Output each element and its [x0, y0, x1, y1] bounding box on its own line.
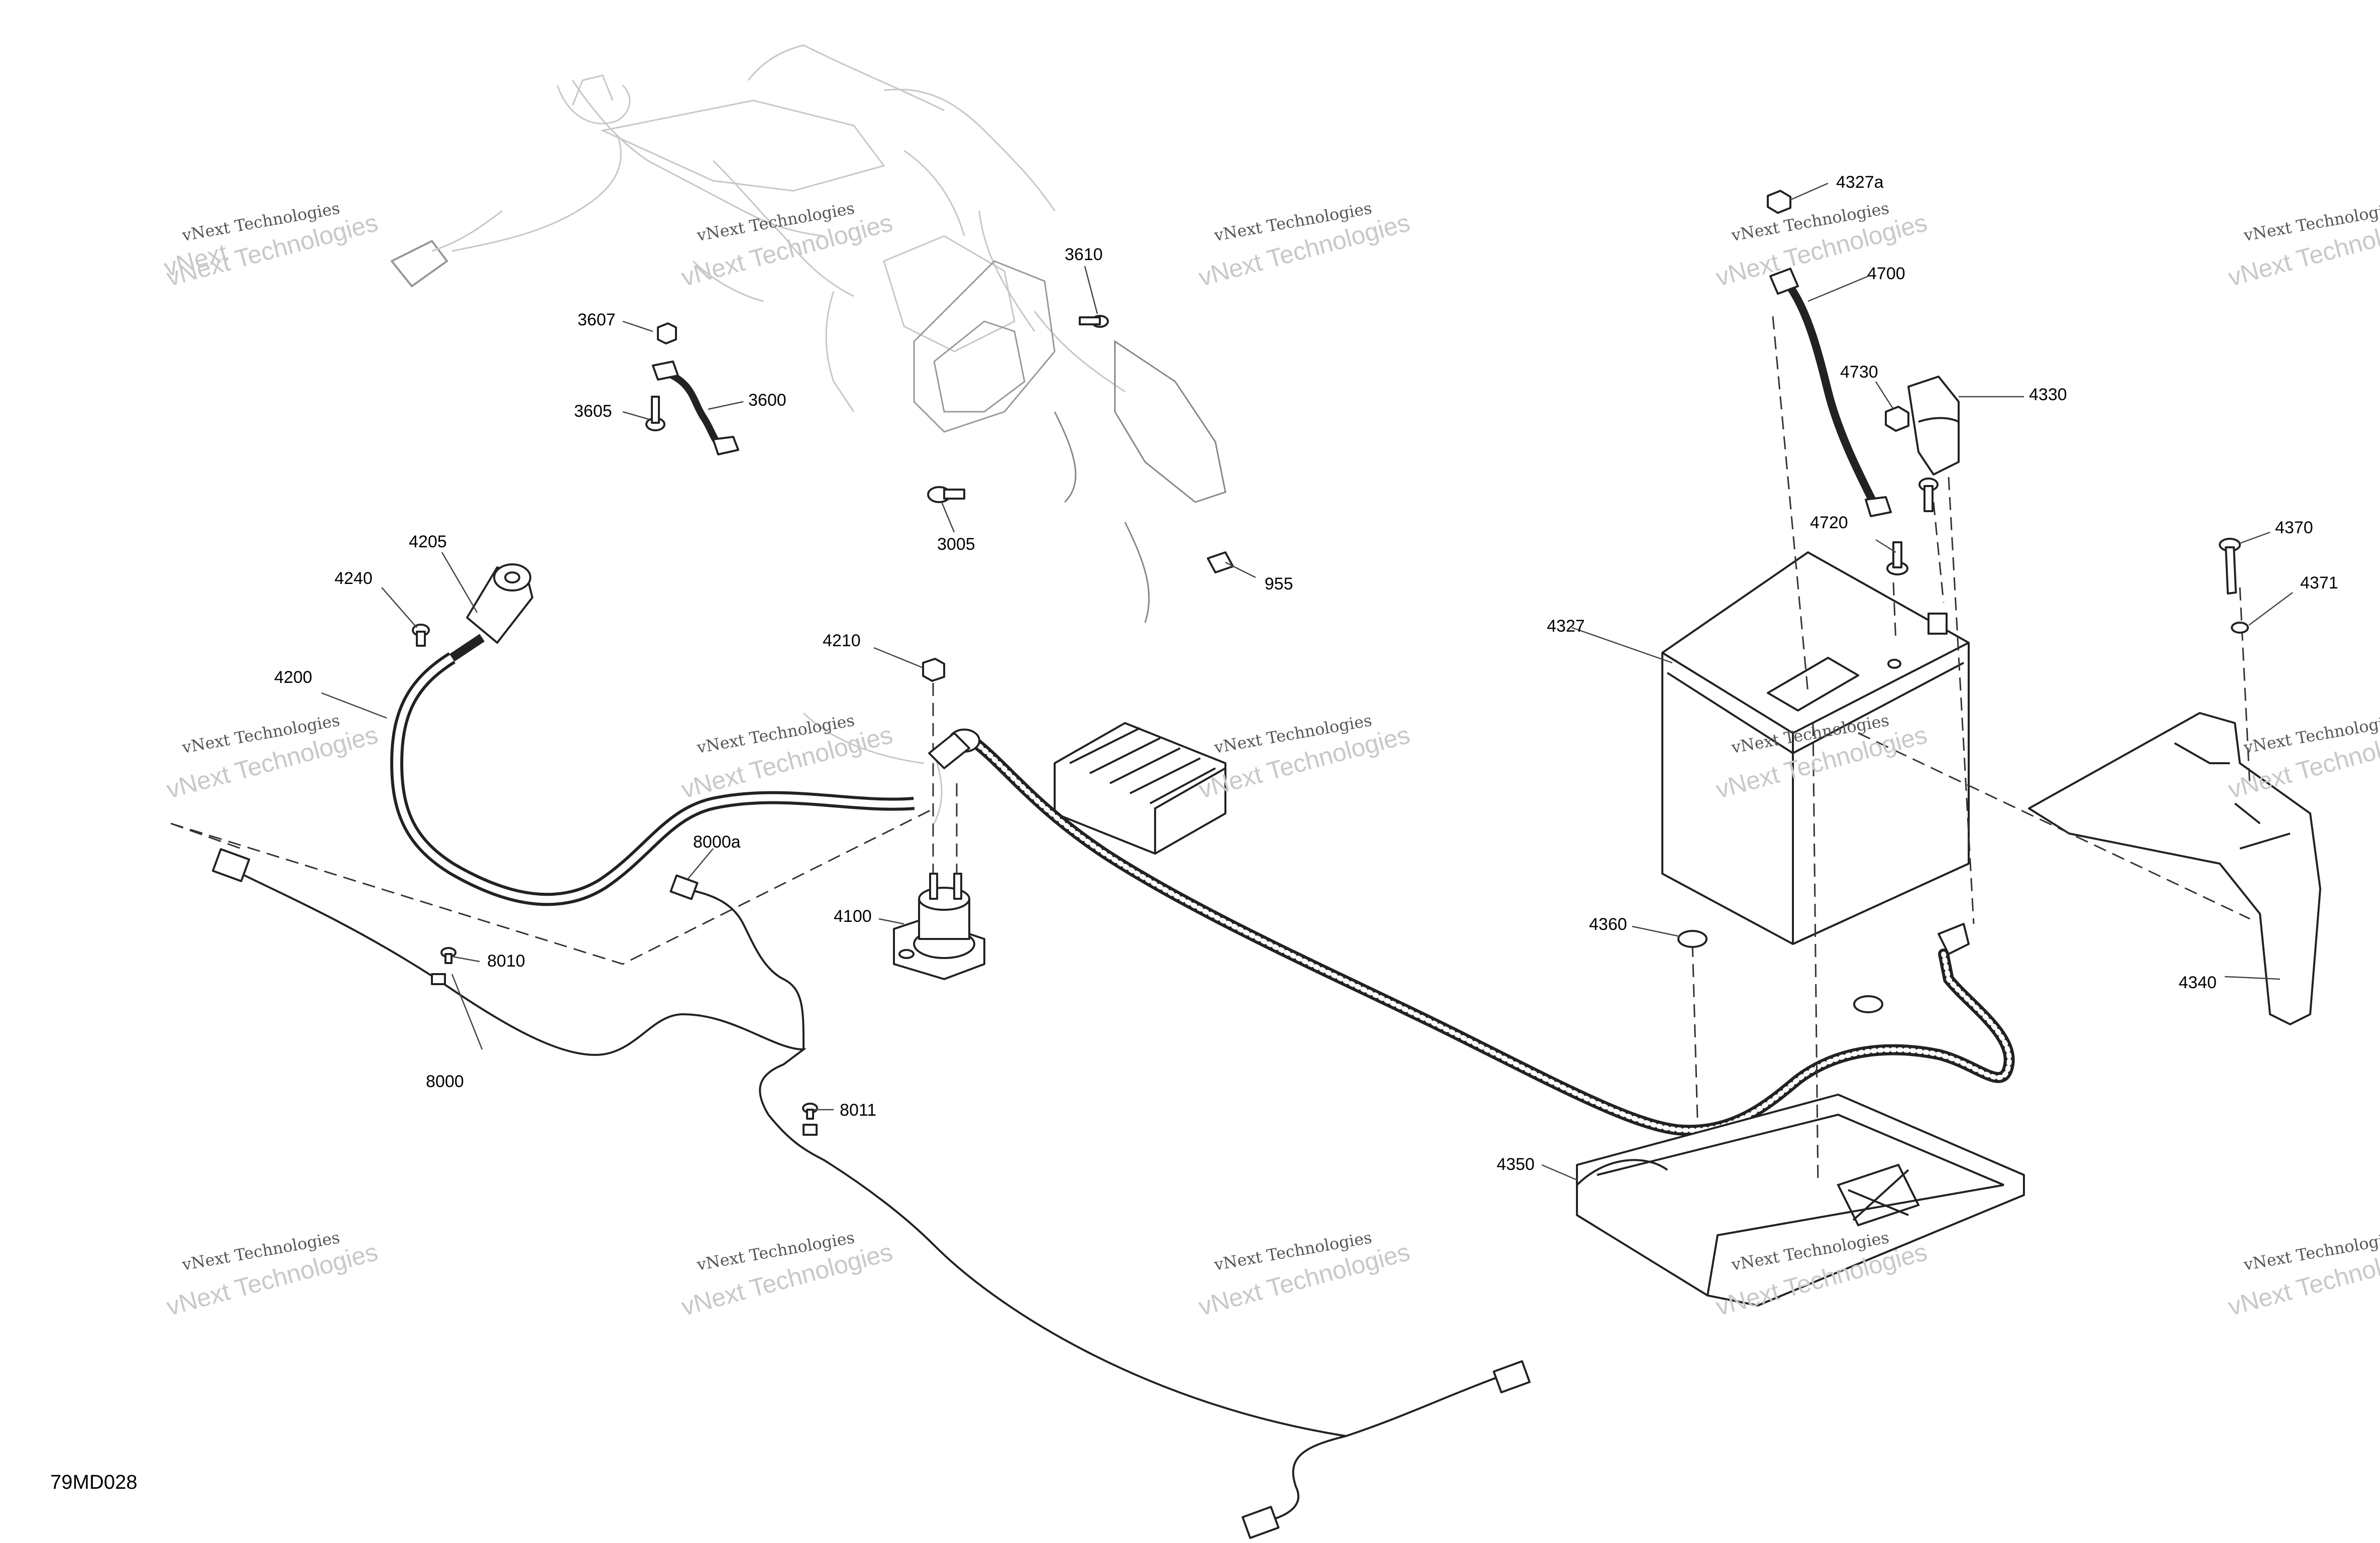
callout-3605: 3605	[574, 402, 612, 421]
rivet-4360	[1677, 930, 1708, 948]
watermark: vNext Technologies vNext Technologies	[164, 710, 381, 804]
callout-labels: 3607 3605 3600 3610 3005 955 4205 4240 4…	[274, 173, 2338, 1174]
callout-4240: 4240	[334, 569, 373, 588]
assembly-dash-main	[170, 807, 935, 965]
watermark: vNext Technologies vNext Technologies	[678, 710, 895, 804]
terminal-4205	[449, 563, 533, 662]
dash-battery-5	[1691, 943, 1698, 1120]
callout-8011: 8011	[840, 1101, 876, 1120]
cap-4330	[1907, 376, 1960, 476]
ghost-frame-outline	[451, 44, 1125, 824]
callout-4360: 4360	[1589, 915, 1627, 934]
clip-8010	[440, 947, 457, 964]
negative-terminal	[1938, 923, 1970, 955]
watermark: vNext Technologies vNext Technologies	[164, 1228, 381, 1321]
bolt-4327a	[1767, 190, 1791, 214]
callout-4700: 4700	[1867, 264, 1905, 283]
callout-4327a: 4327a	[1836, 173, 1884, 192]
bolt-3605	[645, 396, 665, 431]
bolt-3607	[657, 322, 677, 344]
watermark: vNext Technologies vNext Technologies	[2225, 198, 2380, 292]
dash-battery-6	[1858, 732, 2250, 920]
callout-3005: 3005	[937, 535, 975, 554]
leader-lines	[321, 182, 2293, 1181]
callout-3610: 3610	[1065, 245, 1103, 264]
dash-bracket	[2239, 587, 2251, 789]
battery-4327	[1661, 551, 1970, 945]
cable-4200-inner	[393, 655, 915, 903]
watermark: vNext Technologies vNext Technologies	[2225, 1228, 2380, 1321]
bolt-cap	[1918, 478, 1939, 512]
assembly-dash-left	[170, 822, 242, 850]
dash-battery-3	[1892, 582, 1897, 643]
battery-tray-4350	[1576, 1094, 2025, 1307]
callout-4100: 4100	[834, 907, 872, 926]
dash-battery-4	[1933, 477, 1975, 924]
watermark: vNext Technologies vNext Technologies	[1196, 1228, 1413, 1321]
watermark: vNext Technologies vNext Technologies	[1196, 198, 1413, 292]
harness-8000	[211, 848, 1531, 1539]
diagram-code: 79MD028	[50, 1471, 137, 1493]
cable-4700	[1769, 268, 1892, 517]
callout-8010: 8010	[487, 952, 525, 971]
watermark: vNext Technologies vNext Technologies	[678, 198, 895, 292]
cable-4200	[390, 652, 915, 906]
bracket-4340	[2028, 712, 2321, 1025]
terminal-cap	[928, 729, 980, 769]
bolt-4720	[1886, 541, 1908, 575]
callout-4200: 4200	[274, 668, 312, 687]
bolt-3610	[1079, 315, 1109, 328]
nut-4210	[922, 658, 945, 682]
clip-8011	[802, 1103, 818, 1120]
corrugated-cable-inner	[967, 736, 2012, 1133]
callout-4210: 4210	[823, 631, 861, 650]
screw-4240	[412, 624, 430, 647]
screw-4370	[2219, 538, 2241, 595]
callout-955: 955	[1265, 574, 1293, 594]
callout-4730: 4730	[1840, 363, 1878, 382]
callout-4205: 4205	[409, 532, 447, 551]
relay-4100	[893, 873, 985, 980]
callout-4350: 4350	[1497, 1155, 1535, 1174]
washer-4371	[2231, 622, 2249, 634]
callout-8000a: 8000a	[693, 833, 741, 852]
watermark: vNext Technologies vNext Technologies	[1196, 710, 1413, 804]
rivet-4360b	[1853, 995, 1883, 1013]
watermark: vNext Technologies vNext Technologies	[678, 1228, 895, 1321]
regulator	[1054, 722, 1226, 855]
callout-4340: 4340	[2179, 973, 2217, 992]
clip-955	[1207, 551, 1234, 573]
ground-strap-3600	[652, 361, 739, 455]
watermarks: vNext vNext Technologies vNext Technolog…	[161, 198, 2380, 1321]
nut-4730	[1885, 406, 1909, 432]
callout-4330: 4330	[2029, 385, 2067, 404]
ghost-connector	[391, 210, 503, 287]
callout-4370: 4370	[2275, 518, 2313, 537]
dash-battery-1	[1772, 316, 1809, 693]
callout-4327: 4327	[1547, 617, 1585, 636]
callout-8000: 8000	[426, 1072, 464, 1091]
callout-3600: 3600	[748, 391, 786, 410]
callout-4371: 4371	[2300, 573, 2338, 592]
callout-3607: 3607	[578, 310, 616, 329]
dash-battery-2	[1812, 723, 1819, 1185]
callout-4720: 4720	[1810, 513, 1848, 532]
ecu-bracket	[913, 260, 1226, 623]
watermark: vNext vNext Technologies vNext Technolog…	[161, 198, 381, 292]
bolt-3005	[927, 486, 965, 503]
